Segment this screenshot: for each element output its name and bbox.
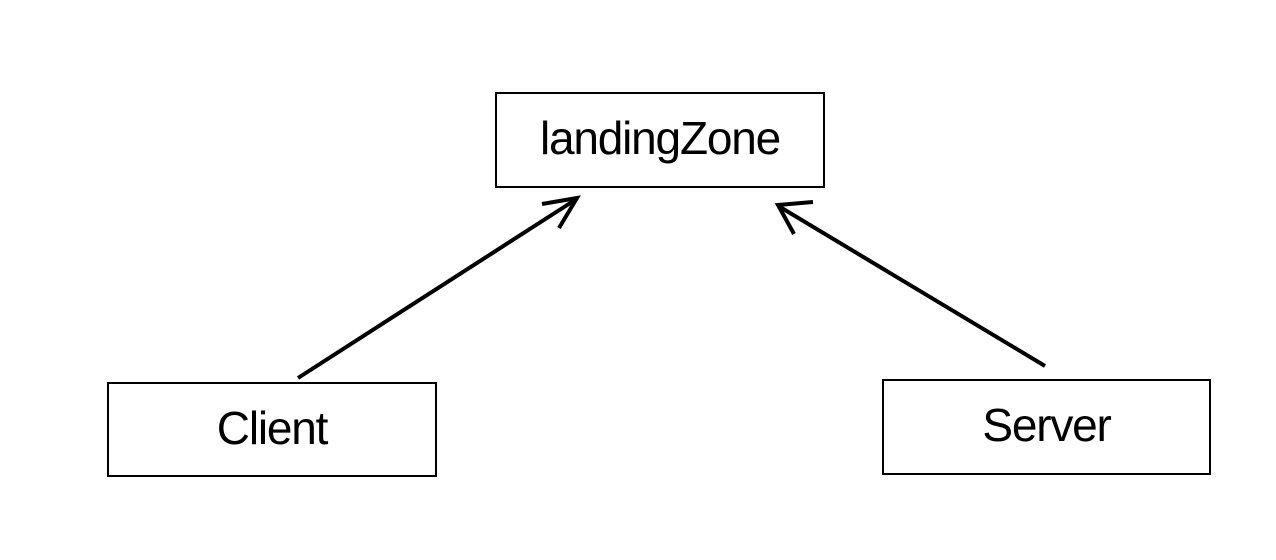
node-server-label: Server [982,399,1111,451]
node-landingzone: landingZone [495,92,825,188]
open-arrowhead-icon [541,195,581,230]
node-server: Server [882,379,1211,475]
edge-line [778,205,1047,368]
open-arrowhead-icon [774,200,814,235]
node-landingzone-label: landingZone [539,112,781,164]
edge-client-to-landingzone [296,195,581,380]
edge-server-to-landingzone [774,200,1047,368]
node-client: Client [107,382,437,477]
node-client-label: Client [216,401,329,454]
edge-line [296,198,577,380]
